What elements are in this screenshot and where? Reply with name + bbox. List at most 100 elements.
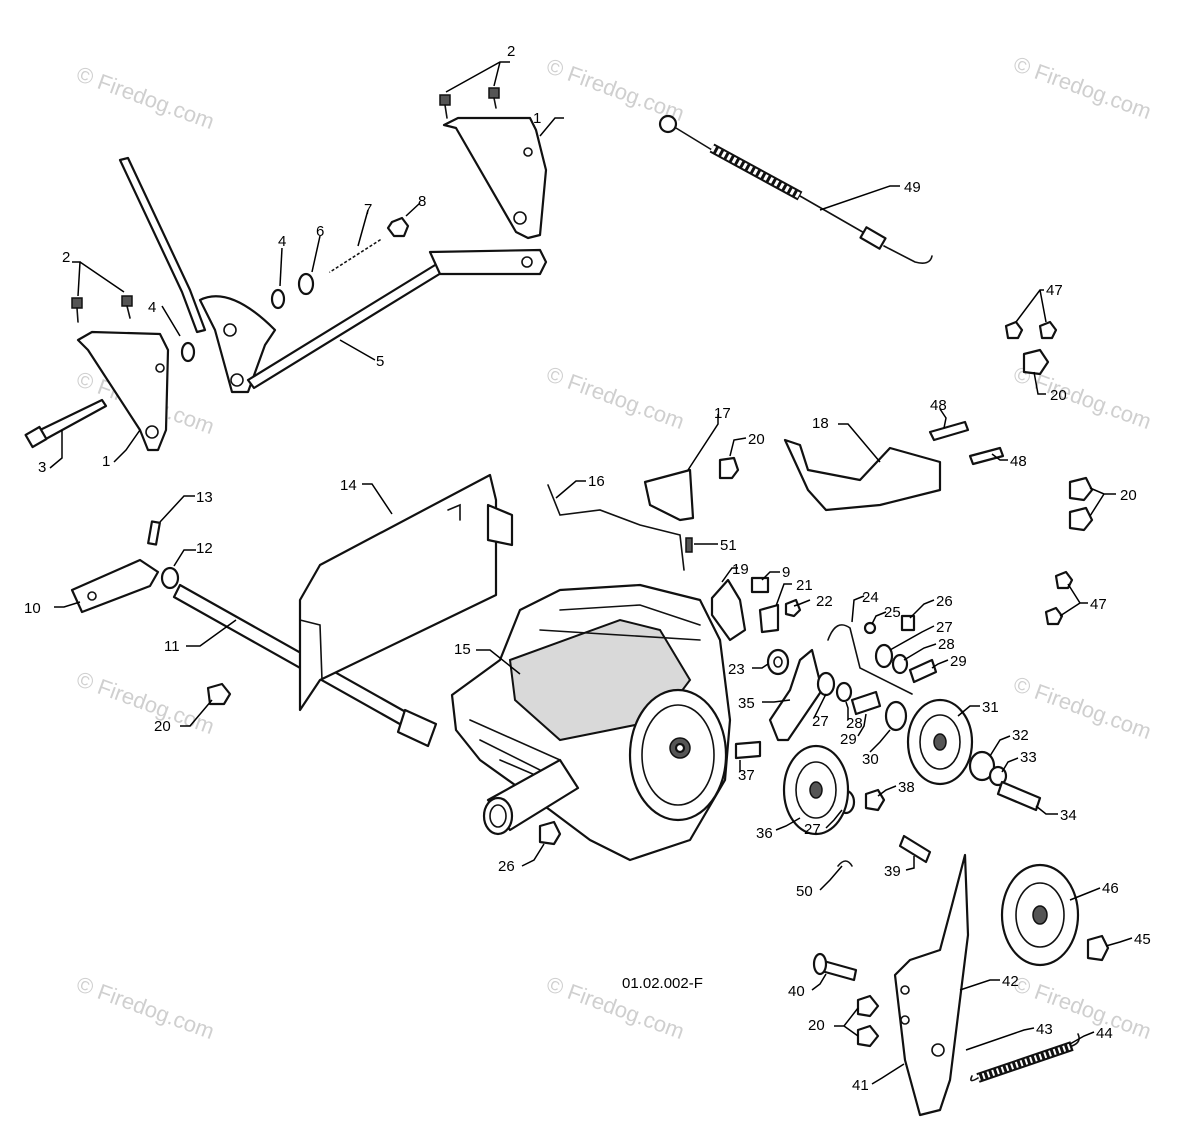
bolt-20-42a xyxy=(856,994,880,1018)
callout-label: 3 xyxy=(38,459,46,476)
bolt-20-17 xyxy=(718,456,740,480)
callout-label: 51 xyxy=(720,537,737,554)
spring-7 xyxy=(328,237,382,275)
callout-label: 38 xyxy=(898,779,915,796)
shift-lever-rod xyxy=(118,156,207,334)
callout-label: 2 xyxy=(62,249,70,266)
bracket-left-hole-2 xyxy=(145,425,159,439)
watermark-12: © Firedog.com xyxy=(1010,971,1154,1044)
callout-label: 16 xyxy=(588,473,605,490)
watermark-5: © Firedog.com xyxy=(543,361,687,434)
callout-label: 41 xyxy=(852,1077,869,1094)
washer-4a xyxy=(270,288,286,310)
washer-27b xyxy=(816,671,836,697)
bolt-26-bottom xyxy=(538,820,562,846)
bracket-19 xyxy=(710,578,747,642)
bracket-17 xyxy=(643,468,695,522)
callout-label: 20 xyxy=(1050,387,1067,404)
watermarks: © Firedog.com © Firedog.com © Firedog.co… xyxy=(73,51,1154,1044)
rivet-48a xyxy=(928,420,970,442)
callout-label: 40 xyxy=(788,983,805,1000)
callout-label: 50 xyxy=(796,883,813,900)
nut-47a xyxy=(1004,320,1024,340)
bolt-20-right-a xyxy=(1022,348,1050,376)
nut-47b xyxy=(1038,320,1058,340)
callout-label: 17 xyxy=(714,405,731,422)
watermark-7: © Firedog.com xyxy=(73,666,217,739)
callout-label: 48 xyxy=(1010,453,1027,470)
callout-label: 20 xyxy=(1120,487,1137,504)
callout-label: 5 xyxy=(376,353,384,370)
callout-label: 29 xyxy=(840,731,857,748)
bolt-20-right-c xyxy=(1068,506,1094,532)
nut-45 xyxy=(1086,934,1110,962)
callout-label: 24 xyxy=(862,589,879,606)
rod-16 xyxy=(547,484,685,571)
nut-47d xyxy=(1044,606,1064,626)
callout-label: 34 xyxy=(1060,807,1077,824)
watermark-9: © Firedog.com xyxy=(1010,671,1154,744)
callout-label: 7 xyxy=(364,201,372,218)
washer-4b xyxy=(180,341,196,363)
bracket-right-hole-1 xyxy=(523,147,533,157)
callout-label: 49 xyxy=(904,179,921,196)
linkage-parts xyxy=(547,320,1094,642)
bracket-right-hole-2 xyxy=(513,211,527,225)
callout-label: 45 xyxy=(1134,931,1151,948)
callout-label: 13 xyxy=(196,489,213,506)
callout-label: 10 xyxy=(24,600,41,617)
shift-shaft-arm xyxy=(428,248,548,276)
callout-label: 39 xyxy=(884,863,901,880)
shaft-11-end xyxy=(396,708,438,748)
bolt-2a xyxy=(439,94,451,106)
bolt-9 xyxy=(750,576,770,594)
rivet-48b xyxy=(968,446,1005,466)
callout-label: 26 xyxy=(498,858,515,875)
bracket-right xyxy=(442,116,548,240)
lever-shaft-assembly xyxy=(70,520,438,748)
shield-14 xyxy=(298,473,514,712)
watermark-3: © Firedog.com xyxy=(1010,51,1154,124)
washer-28a xyxy=(891,653,909,675)
callout-label: 36 xyxy=(756,825,773,842)
arm-35 xyxy=(768,648,824,742)
bolts-2-left xyxy=(71,295,133,323)
callout-label: 6 xyxy=(316,223,324,240)
callout-leaders xyxy=(49,61,1133,1085)
callout-label: 28 xyxy=(938,636,955,653)
washer-32 xyxy=(968,750,996,782)
pulleys xyxy=(782,698,1110,967)
bolt-2c xyxy=(71,297,83,309)
washer-12 xyxy=(160,566,180,590)
nut-22 xyxy=(784,598,802,618)
callout-label: 27 xyxy=(812,713,829,730)
callout-label: 20 xyxy=(748,431,765,448)
shift-shaft xyxy=(246,260,448,390)
callout-label: 1 xyxy=(102,453,110,470)
bolt-3-head xyxy=(24,425,48,449)
callout-label: 33 xyxy=(1020,749,1037,766)
callout-label: 19 xyxy=(732,561,749,578)
bracket-42 xyxy=(893,853,970,1117)
callout-label: 47 xyxy=(1046,282,1063,299)
bolts-2-top xyxy=(439,87,500,119)
callout-label: 12 xyxy=(196,540,213,557)
callout-label: 29 xyxy=(950,653,967,670)
callout-label: 20 xyxy=(154,718,171,735)
idler-bracket xyxy=(812,834,1080,1117)
callout-label: 48 xyxy=(930,397,947,414)
callout-label: 25 xyxy=(884,604,901,621)
callout-label: 27 xyxy=(804,821,821,838)
callout-label: 20 xyxy=(808,1017,825,1034)
callout-label: 47 xyxy=(1090,596,1107,613)
bushing-30 xyxy=(884,700,908,732)
callout-label: 18 xyxy=(812,415,829,432)
cable-end-eye xyxy=(658,114,678,134)
bracket-left xyxy=(76,330,170,452)
callout-label: 31 xyxy=(982,699,999,716)
callout-label: 37 xyxy=(738,767,755,784)
bolt-37 xyxy=(734,740,762,760)
pin-25 xyxy=(863,621,877,635)
watermark-1: © Firedog.com xyxy=(73,61,217,134)
callout-label: 28 xyxy=(846,715,863,732)
